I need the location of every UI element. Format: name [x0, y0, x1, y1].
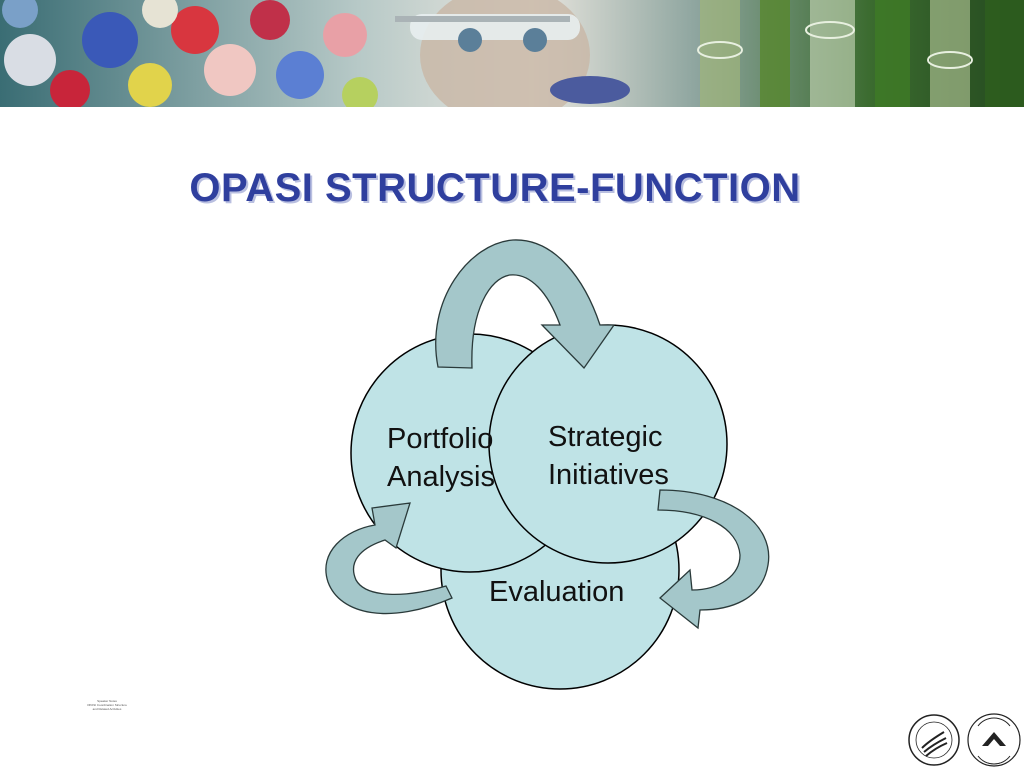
- arrow-strategic-to-evaluation: [657, 489, 770, 630]
- evaluation-label-line1: Evaluation: [489, 576, 625, 608]
- slide-title: OPASI STRUCTURE-FUNCTION: [189, 166, 801, 210]
- strategic-label-line1: Strategic: [548, 421, 663, 453]
- evaluation-label: Evaluation: [489, 573, 624, 611]
- hhs-logo: [908, 714, 960, 766]
- arrow-portfolio-to-strategic: [435, 239, 616, 370]
- scientist-silhouette: [395, 0, 630, 107]
- molecule-spheres: [2, 0, 378, 107]
- portfolio-analysis-label: Portfolio Analysis: [387, 420, 495, 496]
- header-banner-image: [0, 0, 1024, 107]
- strategic-label-line2: Initiatives: [548, 459, 669, 491]
- nih-logo: [967, 713, 1021, 767]
- banner-illustration: [2, 0, 1024, 107]
- footnote-text: Speaker Notes OPASI Coordination Structu…: [82, 699, 132, 711]
- footnote-line-3: and Related Activities: [92, 707, 122, 711]
- portfolio-label-line1: Portfolio: [387, 423, 494, 455]
- arrow-evaluation-to-portfolio: [325, 502, 453, 615]
- portfolio-label-line2: Analysis: [387, 461, 495, 493]
- footnote-line-2: OPASI Coordination Structure: [87, 703, 127, 707]
- footer-logos: [908, 713, 1021, 767]
- test-tubes: [697, 0, 1024, 107]
- footnote-line-1: Speaker Notes: [97, 699, 117, 703]
- strategic-initiatives-label: Strategic Initiatives: [548, 418, 669, 494]
